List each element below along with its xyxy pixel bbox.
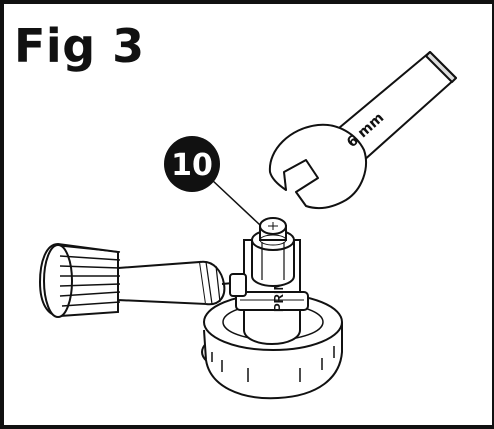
callout-number: 10 xyxy=(171,148,213,183)
valve-body: PRIMUS xyxy=(235,217,309,346)
control-knob xyxy=(38,242,247,318)
figure-title: Fig 3 xyxy=(14,19,145,73)
wrench-icon: 6 mm xyxy=(268,51,457,209)
